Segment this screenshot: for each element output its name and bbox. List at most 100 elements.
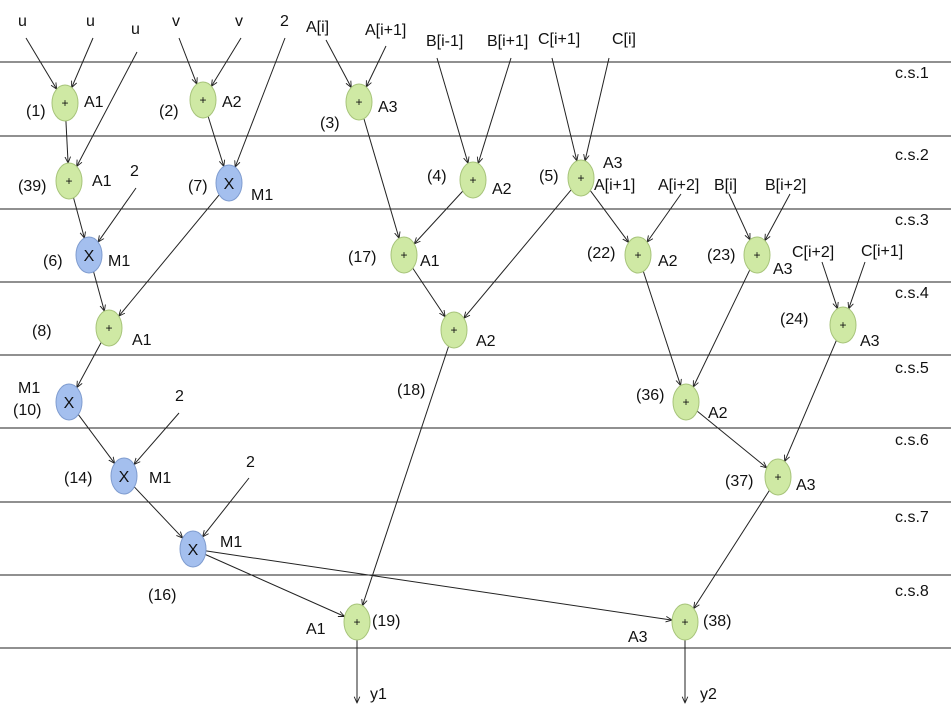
adder-node-1: + — [51, 84, 79, 122]
edge-in_Bi-to-n23 — [728, 193, 750, 240]
multiply-symbol: X — [188, 542, 199, 559]
edge-in_u3-to-n39 — [77, 51, 138, 166]
functional-unit-label: A3 — [603, 155, 623, 172]
edge-in_2a-to-n7 — [235, 37, 286, 167]
functional-unit-label: A1 — [420, 253, 440, 270]
plus-symbol: + — [469, 173, 476, 187]
edge-n1-to-n39 — [66, 120, 68, 163]
adder-ellipse — [51, 84, 79, 122]
functional-unit-label: M1 — [220, 534, 242, 551]
operation-number-label: (17) — [348, 249, 376, 266]
input-label: A[i+2] — [658, 177, 699, 194]
multiply-symbol: X — [84, 248, 95, 265]
multiply-symbol: X — [224, 176, 235, 193]
plus-symbol: + — [634, 248, 641, 262]
input-label: B[i+1] — [487, 33, 528, 50]
plus-symbol: + — [199, 93, 206, 107]
node-labels: (1)A1(2)A2(3)A3(39)A1(7)M1(4)A2(5)A3(6)M… — [13, 94, 880, 646]
operation-number-label: (18) — [397, 382, 425, 399]
control-step-label: c.s.1 — [895, 65, 929, 82]
input-label: C[i+1] — [538, 31, 580, 48]
edge-n36-to-n37 — [696, 410, 767, 468]
operation-number-label: (38) — [703, 613, 731, 630]
functional-unit-label: A1 — [306, 621, 326, 638]
multiplier-node-6: X — [75, 236, 103, 274]
adder-node-3: + — [345, 83, 373, 121]
edge-n3-to-n17 — [363, 118, 399, 239]
operation-number-label: (4) — [427, 168, 447, 185]
operation-number-label: (2) — [159, 103, 179, 120]
edge-n6-to-n8 — [93, 271, 105, 311]
edge-in_v1-to-n2 — [178, 37, 197, 84]
multiplier-node-16: X — [179, 530, 207, 568]
adder-ellipse — [189, 81, 217, 119]
plus-symbol: + — [450, 323, 457, 337]
operation-number-label: (7) — [188, 178, 208, 195]
adder-node-2: + — [189, 81, 217, 119]
input-label: u — [131, 21, 140, 38]
functional-unit-label: A2 — [658, 253, 678, 270]
edge-in_Bi2-to-n23 — [765, 193, 791, 241]
adder-ellipse — [95, 309, 123, 347]
output-label: y1 — [370, 686, 387, 703]
plus-symbol: + — [65, 174, 72, 188]
control-step-label: c.s.3 — [895, 212, 929, 229]
adder-node-22: + — [624, 236, 652, 274]
plus-symbol: + — [753, 248, 760, 262]
operation-number-label: (10) — [13, 402, 41, 419]
edge-in_v2-to-n2 — [211, 37, 242, 86]
functional-unit-label: M1 — [18, 380, 40, 397]
multiplier-ellipse — [215, 164, 243, 202]
input-label: u — [86, 13, 95, 30]
input-label: 2 — [175, 388, 184, 405]
adder-node-37: + — [764, 458, 792, 496]
input-label: C[i] — [612, 31, 636, 48]
adder-ellipse — [624, 236, 652, 274]
edge-in_Ci2-to-n24 — [821, 261, 838, 309]
edge-in_Ai2-to-n22 — [647, 193, 682, 242]
functional-unit-label: M1 — [149, 470, 171, 487]
adder-ellipse — [343, 603, 371, 641]
input-label: v — [235, 13, 243, 30]
functional-unit-label: A3 — [796, 477, 816, 494]
operation-number-label: (8) — [32, 323, 52, 340]
control-step-label: c.s.5 — [895, 360, 929, 377]
adder-node-38: + — [671, 603, 699, 641]
adder-ellipse — [829, 306, 857, 344]
adder-node-36: + — [672, 383, 700, 421]
edge-n2-to-n7 — [207, 116, 224, 167]
plus-symbol: + — [105, 321, 112, 335]
control-step-label: c.s.6 — [895, 432, 929, 449]
plus-symbol: + — [400, 248, 407, 262]
input-label: B[i-1] — [426, 33, 463, 50]
plus-symbol: + — [355, 95, 362, 109]
edge-in_2d-to-n16 — [203, 477, 250, 537]
plus-symbol: + — [61, 96, 68, 110]
operation-number-label: (3) — [320, 115, 340, 132]
input-label: v — [172, 13, 180, 30]
functional-unit-label: A1 — [132, 332, 152, 349]
functional-unit-label: M1 — [108, 253, 130, 270]
edges — [25, 37, 866, 703]
input-label: A[i+1] — [594, 177, 635, 194]
multiplier-ellipse — [55, 383, 83, 421]
input-label: A[i] — [306, 19, 329, 36]
multiplier-node-14: X — [110, 457, 138, 495]
multiplier-ellipse — [75, 236, 103, 274]
edge-in_Ci1b-to-n24 — [849, 261, 866, 309]
edge-n18-to-n19 — [362, 346, 450, 605]
input-label: 2 — [246, 454, 255, 471]
input-label: B[i] — [714, 177, 737, 194]
adder-node-5: + — [567, 159, 595, 197]
edge-in_Bim1-to-n4 — [436, 57, 468, 163]
multiplier-node-10: X — [55, 383, 83, 421]
edge-in_Ci-to-n5 — [585, 57, 610, 161]
plus-symbol: + — [682, 395, 689, 409]
input-label: A[i+1] — [365, 22, 406, 39]
functional-unit-label: A2 — [222, 94, 242, 111]
plus-symbol: + — [681, 615, 688, 629]
edge-n17-to-n18 — [412, 267, 445, 317]
